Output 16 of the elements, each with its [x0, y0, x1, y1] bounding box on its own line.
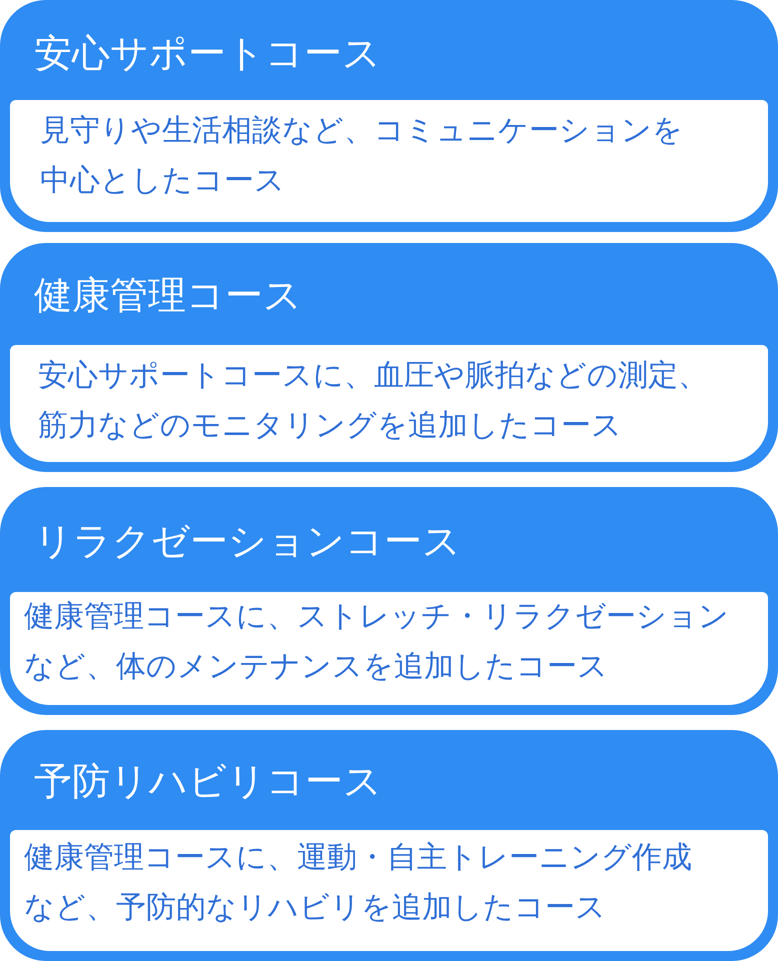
course-card	[0, 0, 778, 232]
course-card	[0, 487, 778, 715]
course-description: 見守りや生活相談など、コミュニケーションを中心としたコース	[40, 112, 684, 200]
course-title: 安心サポートコース	[34, 34, 381, 72]
description-panel	[10, 830, 768, 951]
course-title: 健康管理コース	[34, 276, 302, 314]
description-panel	[10, 345, 768, 462]
course-description: 安心サポートコースに、血圧や脈拍などの測定、筋力などのモニタリングを追加したコース	[38, 357, 709, 445]
course-card	[0, 243, 778, 472]
course-description: 健康管理コースに、運動・自主トレーニング作成など、予防的なリハビリを追加したコース	[24, 839, 693, 927]
course-description: 健康管理コースに、ストレッチ・リラクゼーションなど、体のメンテナンスを追加したコース	[24, 598, 730, 686]
course-title: リラクゼーションコース	[34, 522, 461, 560]
course-card	[0, 730, 778, 961]
description-panel	[10, 100, 768, 222]
description-panel	[10, 592, 768, 705]
course-title: 予防リハビリコース	[34, 762, 382, 800]
